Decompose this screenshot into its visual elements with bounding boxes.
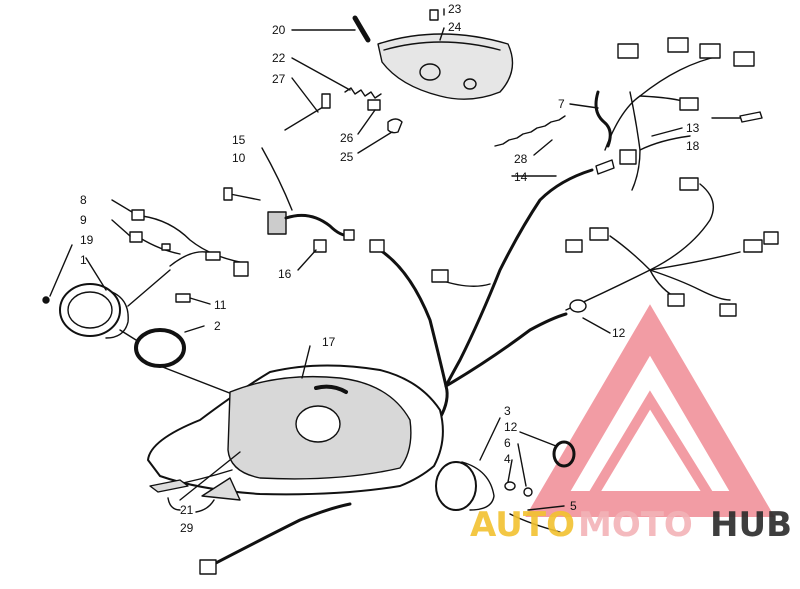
callout-12-lower: 12 (504, 420, 518, 434)
callout-19: 19 (80, 233, 94, 247)
callout-10: 10 (232, 151, 246, 165)
mounting-bolt (284, 93, 331, 131)
callout-14: 14 (514, 170, 528, 184)
bracket-assembly (223, 187, 355, 253)
callout-8: 8 (80, 193, 87, 207)
callout-7: 7 (558, 97, 565, 111)
callout-17: 17 (322, 335, 336, 349)
callout-labels: 20 23 24 22 27 26 25 7 13 18 28 14 15 10… (80, 2, 700, 535)
callout-29: 29 (180, 521, 194, 535)
decal-set (149, 477, 241, 501)
grommet-ring (552, 440, 576, 468)
wire-harness-right (565, 177, 779, 317)
watermark-auto: AUTO (470, 505, 575, 545)
watermark-logo (525, 304, 775, 517)
callout-13: 13 (686, 121, 700, 135)
callout-23: 23 (448, 2, 462, 16)
callout-1: 1 (80, 253, 87, 267)
callout-11: 11 (214, 298, 227, 312)
callout-4: 4 (504, 452, 511, 466)
callout-27: 27 (272, 72, 286, 86)
callout-2: 2 (214, 319, 221, 333)
gauge-ring (134, 328, 186, 368)
callout-21: 21 (180, 503, 194, 517)
callout-28: 28 (514, 152, 528, 166)
main-wire-harness (369, 159, 615, 420)
callout-3: 3 (504, 404, 511, 418)
console-panel (147, 364, 444, 496)
callout-26: 26 (340, 131, 354, 145)
callout-9: 9 (80, 213, 87, 227)
callout-22: 22 (272, 51, 286, 65)
headlight-housing (352, 9, 514, 100)
callout-6: 6 (504, 436, 511, 450)
tail-light-housing (435, 461, 516, 511)
watermark-moto: MOTO (578, 505, 693, 545)
watermark-hub: HUB (710, 505, 792, 545)
callout-16: 16 (278, 267, 292, 281)
callout-15: 15 (232, 133, 246, 147)
watermark-text: AUTO MOTO HUB (470, 505, 792, 545)
lower-wire (199, 502, 352, 575)
callout-20: 20 (272, 23, 286, 37)
bulb-socket (367, 99, 403, 134)
headlight-spring (344, 87, 382, 99)
callout-12-right: 12 (612, 326, 626, 340)
wire-harness-upper (594, 37, 763, 191)
callout-18: 18 (686, 139, 700, 153)
wire-harness-left (129, 209, 249, 305)
speedometer-gauge (42, 283, 137, 341)
callout-24: 24 (448, 20, 462, 34)
callout-5: 5 (570, 499, 577, 513)
callout-25: 25 (340, 150, 354, 164)
spring-28 (494, 115, 566, 147)
